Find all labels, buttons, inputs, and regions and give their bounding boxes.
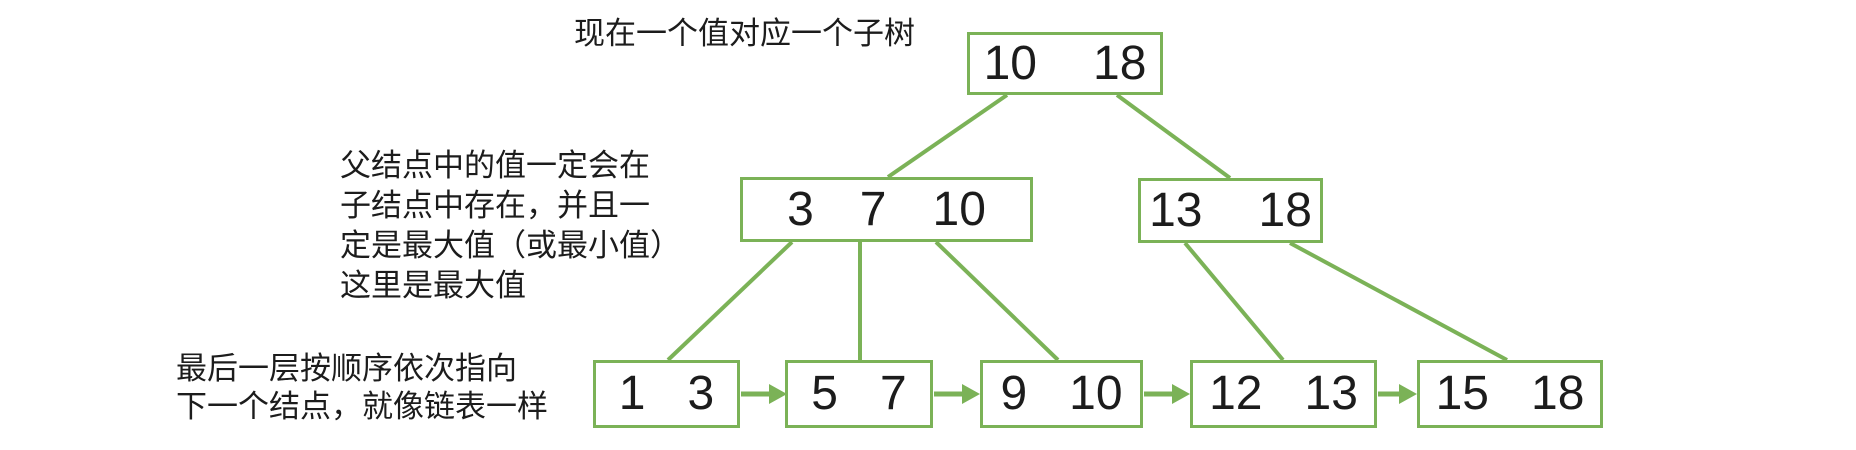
node-internal-1: 13 18 bbox=[1138, 178, 1323, 243]
annotation-line: 下一个结点，就像链表一样 bbox=[176, 389, 548, 424]
node-leaf-4: 15 18 bbox=[1417, 360, 1603, 428]
leaf-link-arrowhead-3 bbox=[1172, 384, 1190, 404]
annotation-line: 子结点中存在，并且一 bbox=[340, 188, 650, 223]
edge-root-to-internal-left bbox=[886, 93, 1009, 179]
annotation-line: 最后一层按顺序依次指向 bbox=[176, 351, 517, 386]
node-leaf-3: 12 13 bbox=[1190, 360, 1377, 428]
annotation-root: 现在一个值对应一个子树 bbox=[574, 14, 915, 54]
node-value: 3 bbox=[787, 182, 814, 236]
node-value: 7 bbox=[859, 182, 887, 236]
node-value: 13 bbox=[1304, 367, 1358, 420]
node-leaf-0: 1 3 bbox=[593, 360, 740, 428]
annotation-parent-rule: 父结点中的值一定会在 子结点中存在，并且一 定是最大值（或最小值） 这里是最大值 bbox=[340, 146, 681, 306]
node-leaf-1: 5 7 bbox=[785, 360, 933, 428]
node-root: 10 18 bbox=[967, 32, 1163, 95]
edge-internal1-to-leaf1 bbox=[666, 240, 794, 362]
edge-internal2-to-leaf5 bbox=[1289, 241, 1508, 362]
node-value: 18 bbox=[1531, 367, 1585, 420]
leaf-link-arrowhead-1 bbox=[769, 384, 787, 404]
annotation-line: 定是最大值（或最小值） bbox=[340, 228, 681, 263]
node-value: 18 bbox=[1093, 36, 1147, 90]
edge-internal2-to-leaf4 bbox=[1183, 241, 1285, 362]
annotation-line: 现在一个值对应一个子树 bbox=[574, 16, 915, 51]
node-value: 5 bbox=[811, 367, 838, 420]
node-value: 9 bbox=[1000, 367, 1028, 420]
annotation-line: 父结点中的值一定会在 bbox=[340, 148, 650, 183]
node-internal-0: 3 7 10 bbox=[740, 177, 1033, 242]
node-value: 3 bbox=[687, 367, 715, 420]
node-value: 12 bbox=[1209, 367, 1263, 420]
node-value: 13 bbox=[1149, 183, 1203, 237]
node-value: 15 bbox=[1435, 367, 1489, 420]
node-value: 7 bbox=[880, 367, 907, 420]
node-value: 1 bbox=[618, 367, 646, 420]
node-value: 10 bbox=[1069, 367, 1123, 420]
node-value: 10 bbox=[983, 36, 1037, 90]
annotation-leaf-linkedlist: 最后一层按顺序依次指向 下一个结点，就像链表一样 bbox=[176, 350, 548, 426]
annotation-line: 这里是最大值 bbox=[340, 268, 526, 303]
node-value: 10 bbox=[932, 182, 986, 236]
edge-root-to-internal-right bbox=[1115, 93, 1232, 180]
leaf-link-arrowhead-4 bbox=[1399, 384, 1417, 404]
leaf-link-arrowhead-2 bbox=[962, 384, 980, 404]
edge-internal1-to-leaf3 bbox=[934, 240, 1060, 362]
node-value: 18 bbox=[1258, 183, 1312, 237]
node-leaf-2: 9 10 bbox=[980, 360, 1143, 428]
